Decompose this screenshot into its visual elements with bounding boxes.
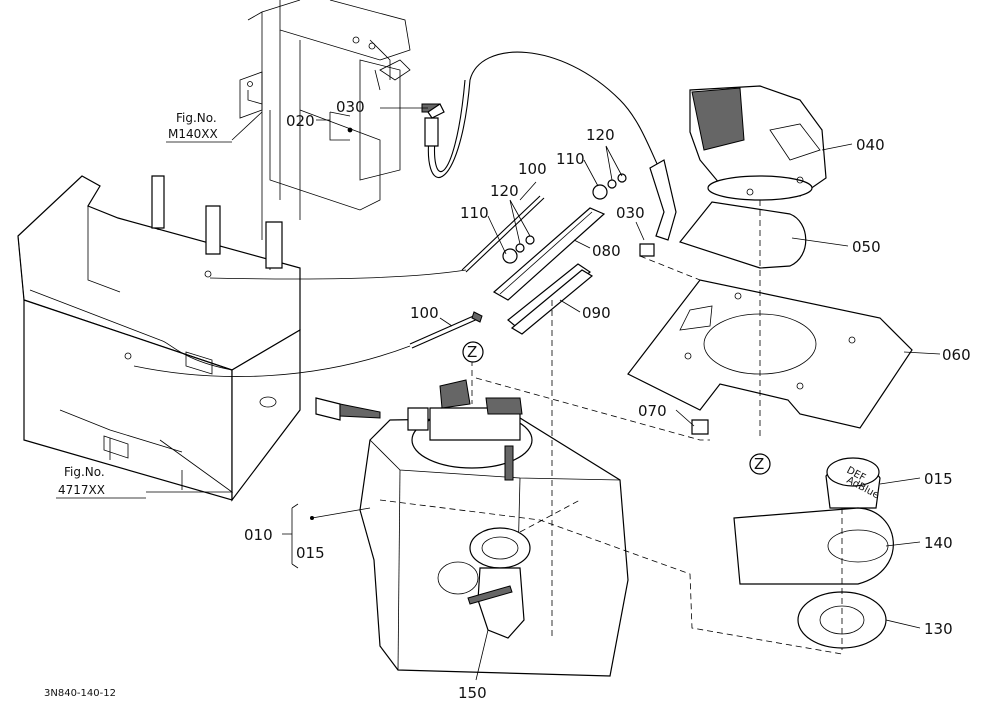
callout-130: 130 bbox=[924, 620, 953, 638]
z-label-right: Z bbox=[754, 455, 764, 473]
hose bbox=[421, 51, 677, 241]
callout-140: 140 bbox=[924, 534, 953, 552]
callout-110-right: 110 bbox=[556, 150, 585, 168]
callout-060: 060 bbox=[942, 346, 971, 364]
plate-140 bbox=[733, 507, 894, 585]
callout-120-right: 120 bbox=[586, 126, 615, 144]
fig-ref-m140: Fig.No. M140XX bbox=[166, 111, 232, 143]
callout-100-top: 100 bbox=[518, 160, 547, 178]
fig-ref-m140-line1: Fig.No. bbox=[176, 111, 217, 125]
callout-150: 150 bbox=[458, 684, 487, 702]
strap-hardware bbox=[133, 103, 655, 377]
callout-120-left: 120 bbox=[490, 182, 519, 200]
gasket-050 bbox=[678, 201, 807, 269]
callout-015-right: 015 bbox=[924, 470, 953, 488]
tank-support-box bbox=[17, 175, 301, 502]
callout-090: 090 bbox=[582, 304, 611, 322]
callout-010: 010 bbox=[244, 526, 273, 544]
callout-050: 050 bbox=[852, 238, 881, 256]
callout-030-top: 030 bbox=[336, 98, 365, 116]
callout-100-left: 100 bbox=[410, 304, 439, 322]
part-callouts: 020 030 040 050 060 070 080 090 100 100 … bbox=[244, 98, 971, 702]
pump-cover-040 bbox=[689, 85, 827, 201]
bolt-070 bbox=[691, 419, 709, 435]
fig-ref-4717: Fig.No. 4717XX bbox=[56, 465, 146, 499]
fig-ref-4717-line1: Fig.No. bbox=[64, 465, 105, 479]
mounting-bracket-assembly bbox=[239, 0, 411, 240]
drawing-code: 3N840-140-12 bbox=[44, 688, 116, 699]
def-tank-010 bbox=[315, 379, 629, 677]
z-marker-top: Z bbox=[462, 341, 484, 363]
shield-060 bbox=[627, 279, 913, 429]
callout-070: 070 bbox=[638, 402, 667, 420]
fig-ref-m140-line2: M140XX bbox=[168, 127, 218, 141]
callout-015-left: 015 bbox=[296, 544, 325, 562]
callout-110-left: 110 bbox=[460, 204, 489, 222]
callout-030-right: 030 bbox=[616, 204, 645, 222]
fig-ref-4717-line2: 4717XX bbox=[58, 483, 105, 497]
z-marker-right: Z bbox=[749, 453, 771, 475]
callout-080: 080 bbox=[592, 242, 621, 260]
leader-lines bbox=[146, 107, 941, 681]
callout-040: 040 bbox=[856, 136, 885, 154]
z-label-top: Z bbox=[467, 343, 477, 361]
filler-cap-015: DEF AdBlue bbox=[825, 457, 881, 509]
callout-020: 020 bbox=[286, 112, 315, 130]
